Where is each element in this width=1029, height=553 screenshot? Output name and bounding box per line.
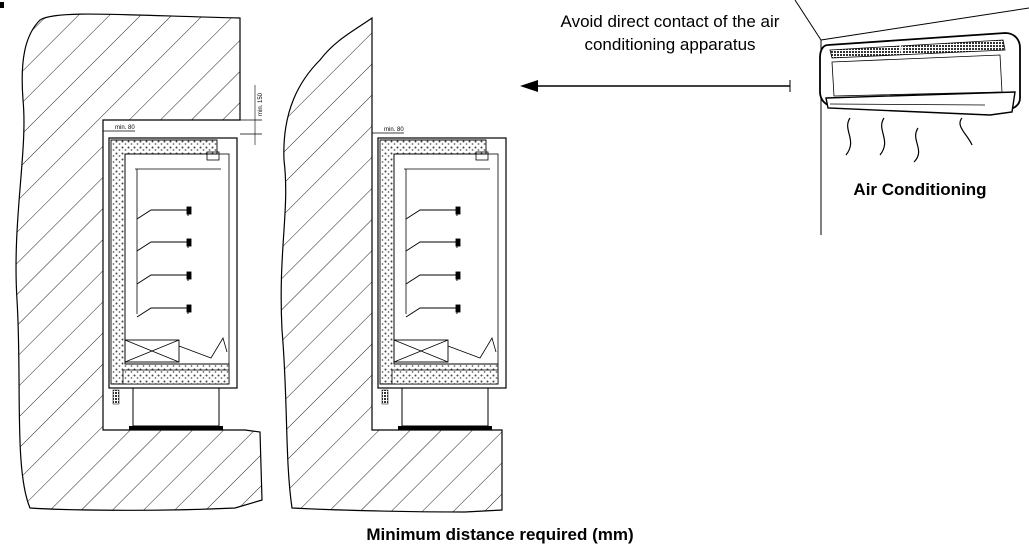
left-display-unit <box>108 137 238 430</box>
top-clearance-dimension: min. 150 <box>240 85 264 145</box>
minimum-distance-caption: Minimum distance required (mm) <box>366 525 634 544</box>
right-side-clearance-label: min. 80 <box>384 127 404 133</box>
air-conditioner <box>794 0 1029 235</box>
right-side-clearance-dimension: min. 80 <box>372 127 404 134</box>
airflow-arrow <box>520 80 791 92</box>
right-display-unit <box>377 137 507 430</box>
corner-mark <box>0 2 4 8</box>
left-wall <box>15 13 263 511</box>
air-conditioning-label: Air Conditioning <box>853 180 987 199</box>
left-side-clearance-label: min. 80 <box>115 125 135 131</box>
warning-text: Avoid direct contact of the air conditio… <box>560 12 780 54</box>
left-side-clearance-dimension: min. 80 <box>103 125 135 132</box>
top-clearance-label: min. 150 <box>258 92 264 116</box>
